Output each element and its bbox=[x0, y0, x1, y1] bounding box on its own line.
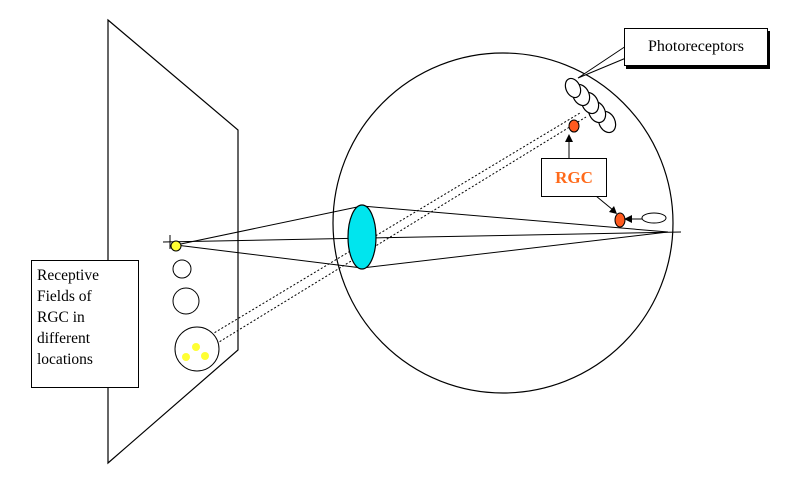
ray-upper-front bbox=[175, 205, 363, 246]
lens bbox=[347, 204, 377, 270]
dotted-ray-lower bbox=[205, 116, 587, 351]
photoreceptors-label-box: Photoreceptors bbox=[624, 28, 768, 66]
receptive-fields-label-line: locations bbox=[37, 351, 93, 368]
arrowhead-up bbox=[565, 134, 573, 142]
dotted-ray-upper bbox=[193, 112, 581, 346]
photoreceptors-callout-pointer bbox=[577, 45, 627, 79]
stimulus-dot bbox=[182, 353, 190, 361]
receptive-field-central bbox=[170, 240, 182, 252]
arrowhead-down-right bbox=[609, 206, 617, 214]
optical-axis bbox=[162, 231, 682, 243]
photoreceptor-cell bbox=[564, 77, 582, 99]
receptive-fields-label-line: Fields of bbox=[37, 288, 92, 305]
photoreceptor-group bbox=[564, 77, 617, 134]
arrowhead-left bbox=[624, 215, 632, 223]
receptive-fields-label-line: different bbox=[37, 330, 91, 347]
stimulus-dot bbox=[192, 343, 200, 351]
receptive-fields-label-line: RGC in bbox=[37, 309, 85, 326]
receptive-fields-label-line: Receptive bbox=[37, 267, 99, 284]
receptive-field-small bbox=[172, 259, 192, 279]
rgc-label-box: RGC bbox=[541, 158, 607, 197]
ray-upper-back bbox=[361, 205, 669, 233]
arrow-rgc-to-lower-cell bbox=[595, 195, 614, 211]
eyeball bbox=[332, 52, 674, 394]
receptive-fields-label-box: Receptive Fields of RGC in different loc… bbox=[31, 260, 139, 388]
stimulus-dot bbox=[201, 352, 209, 360]
receptive-field-medium bbox=[172, 287, 200, 315]
rgc-cell-upper bbox=[568, 119, 580, 133]
rgc-cell-lower bbox=[614, 212, 626, 228]
photoreceptors-label: Photoreceptors bbox=[648, 38, 744, 55]
foveal-photoreceptor bbox=[641, 212, 667, 224]
ray-lower-front bbox=[175, 244, 363, 269]
rgc-label: RGC bbox=[555, 168, 593, 187]
ray-lower-back bbox=[361, 231, 669, 269]
